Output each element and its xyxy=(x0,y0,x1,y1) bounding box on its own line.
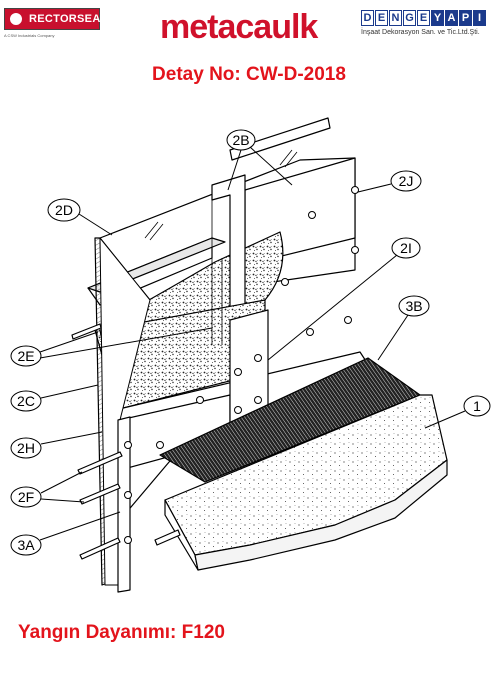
screw-hole xyxy=(344,316,352,324)
svg-text:2I: 2I xyxy=(400,240,412,256)
callout-2E: 2E xyxy=(10,327,213,367)
callout-2B: 2B xyxy=(226,129,293,191)
screw-hole xyxy=(234,368,242,376)
callout-2J: 2J xyxy=(357,170,422,193)
anchor-rod xyxy=(154,529,181,546)
dy-letter: D xyxy=(361,10,374,26)
top-mullion xyxy=(229,117,331,161)
svg-text:2J: 2J xyxy=(399,173,414,189)
svg-text:2E: 2E xyxy=(17,348,34,364)
screw-hole xyxy=(308,211,316,219)
dy-letter: P xyxy=(459,10,472,26)
rectorseal-logo: RECTORSEAL A CSW Industrials Company xyxy=(4,8,107,38)
dengeyapi-wordmark: D E N G E Y A P I xyxy=(361,10,486,26)
callout-3A: 3A xyxy=(10,511,121,556)
screw-hole xyxy=(234,406,242,414)
callout-2C: 2C xyxy=(10,384,99,412)
svg-text:2B: 2B xyxy=(232,132,249,148)
screw-hole xyxy=(124,441,132,449)
dy-letter: E xyxy=(375,10,388,26)
screw-hole xyxy=(281,278,289,286)
screw-hole xyxy=(196,396,204,404)
slab-front xyxy=(194,459,448,571)
screw-hole xyxy=(124,536,132,544)
dy-letter: N xyxy=(389,10,402,26)
dengeyapi-logo: D E N G E Y A P I İnşaat Dekorasyon San.… xyxy=(361,10,486,36)
dy-letter: G xyxy=(403,10,416,26)
screw-hole xyxy=(351,246,359,254)
screw-hole xyxy=(156,441,164,449)
rectorseal-emblem-icon xyxy=(8,11,24,27)
dy-letter: A xyxy=(445,10,458,26)
svg-text:2D: 2D xyxy=(55,202,73,218)
callout-2D: 2D xyxy=(47,198,113,236)
svg-text:1: 1 xyxy=(473,398,481,414)
dy-letter: Y xyxy=(431,10,444,26)
screw-hole xyxy=(254,396,262,404)
svg-text:2F: 2F xyxy=(18,489,34,505)
rectorseal-name: RECTORSEAL xyxy=(29,13,108,25)
rectorseal-logo-box: RECTORSEAL xyxy=(4,8,107,30)
fire-rating-label: Yangın Dayanımı: F120 xyxy=(18,622,225,643)
detail-title: Detay No: CW-D-2018 xyxy=(152,64,346,85)
svg-text:3B: 3B xyxy=(405,298,422,314)
anchor-rod xyxy=(79,537,121,560)
callout-2I: 2I xyxy=(267,237,421,361)
callout-3B: 3B xyxy=(377,295,430,361)
callout-2H: 2H xyxy=(10,431,103,459)
svg-text:2C: 2C xyxy=(17,393,35,409)
dengeyapi-subtitle: İnşaat Dekorasyon San. ve Tic.Ltd.Şti. xyxy=(361,29,480,36)
anchor-rod xyxy=(77,451,123,475)
metacaulk-logo: metacaulk xyxy=(160,8,318,46)
glass-mark xyxy=(144,221,164,241)
rectorseal-tagline: A CSW Industrials Company xyxy=(4,33,55,38)
dy-letter: E xyxy=(417,10,430,26)
screw-hole xyxy=(351,186,359,194)
screw-hole xyxy=(254,354,262,362)
svg-text:2H: 2H xyxy=(17,440,35,456)
lower-mullion xyxy=(117,416,131,593)
anchor-rod xyxy=(71,323,102,340)
callout-1: 1 xyxy=(424,395,491,429)
glass-mark xyxy=(279,149,298,168)
svg-text:3A: 3A xyxy=(17,537,35,553)
callout-2F: 2F xyxy=(10,471,85,508)
screw-hole xyxy=(306,328,314,336)
dy-letter: I xyxy=(473,10,486,26)
screw-hole xyxy=(124,491,132,499)
anchor-rod xyxy=(79,483,121,505)
